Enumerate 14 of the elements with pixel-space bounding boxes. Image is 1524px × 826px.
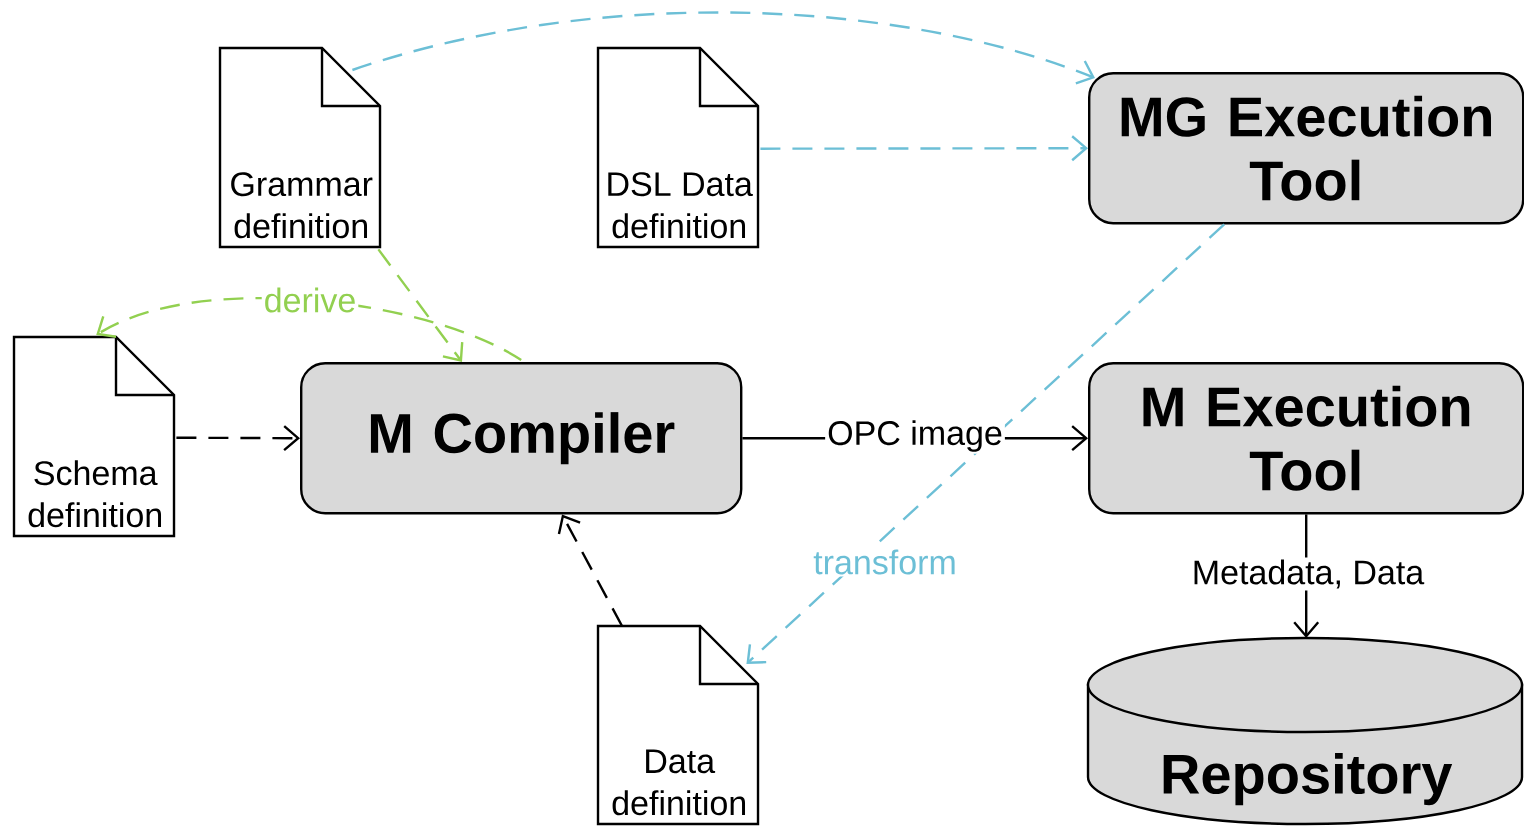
edge-label: derive <box>261 285 359 315</box>
arrow <box>176 425 300 452</box>
arrow <box>760 135 1088 162</box>
database-cylinder: Repository <box>1086 636 1524 826</box>
edge-label: Metadata, Data <box>1189 557 1427 591</box>
process-box: M Compiler <box>300 362 743 515</box>
process-box: MG Execution Tool <box>1088 72 1524 225</box>
arrow <box>352 11 1095 85</box>
arrow <box>377 248 464 362</box>
arrow <box>746 223 1226 664</box>
edge-label: transform <box>811 547 959 577</box>
process-box: M Execution Tool <box>1088 362 1524 515</box>
edge-label: OPC image <box>825 418 1005 454</box>
arrow <box>557 514 624 627</box>
